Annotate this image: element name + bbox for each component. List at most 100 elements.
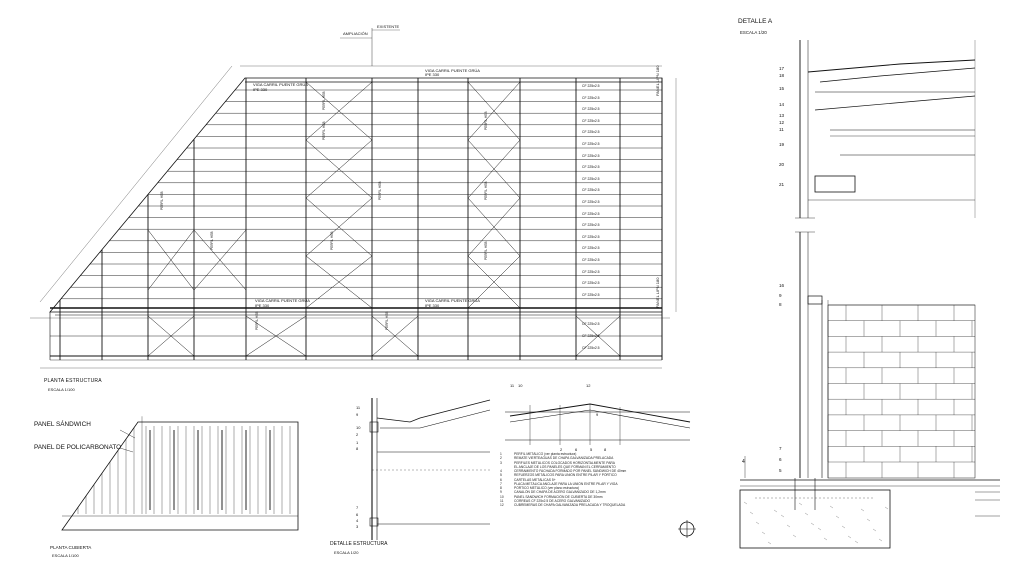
brace-label: PERFIL HEB	[484, 111, 488, 130]
legend-text: CORREAS CF 225x2.5 DE ACERO GALVANIZADO	[514, 498, 591, 503]
legend-text: PÓRTICO METÁLICO (ver plano estructura)	[514, 486, 579, 490]
section-number: 10	[518, 383, 523, 388]
brace-label: PERFIL HEB	[330, 231, 334, 250]
detalle-estructura-title: DETALLE ESTRUCTURA	[330, 541, 388, 547]
purlin-label: CF 225x2.5	[582, 130, 600, 135]
legend-number: 12	[500, 503, 504, 507]
brace-label: PERFIL HEB	[160, 191, 164, 210]
section-number: 7	[356, 505, 359, 510]
legend-text: CERRAMIENTO FACHADA FORMADO POR PANEL SÁ…	[514, 469, 627, 473]
planta-cubierta-drawing	[61, 416, 299, 531]
legend-text: PLACA METÁLICA ANCLAJE PARA LA UNIÓN ENT…	[514, 481, 618, 486]
detalle-a-title: DETALLE A	[738, 18, 773, 25]
purlin-label: CF 225x2.5	[582, 107, 600, 112]
legend-text: CARTELAS METÁLICAS 5+	[514, 477, 556, 482]
detalle-a-number: 7	[779, 446, 782, 451]
detalle-a-drawing	[739, 40, 1000, 549]
brace-label: PERFIL HEB	[385, 311, 389, 330]
purlin-label: CF 225x2.5	[582, 95, 600, 100]
top-beam-label-2: VIGA CARRIL PUENTE GRÚA	[425, 68, 480, 73]
section-number: 3	[356, 524, 359, 529]
detalle-a-number: 17	[779, 66, 785, 71]
section-number: 6	[356, 512, 359, 517]
brace-label: PERFIL HEB	[378, 181, 382, 200]
detalle-estructura-scale: ESCALA 1/20	[334, 550, 359, 555]
purlin-label: CF 225x2.5	[582, 176, 600, 181]
detalle-a-number: 5	[779, 468, 782, 473]
planta-cubierta-title: PLANTA CUBIERTA	[50, 545, 92, 550]
purlin-label: CF 225x2.5	[582, 142, 600, 146]
legend-row: 11 CORREAS CF 225x2.5 DE ACERO GALVANIZAD…	[500, 499, 660, 503]
purlin-label: CF 225x2.5	[582, 188, 600, 193]
legend-text: REMATE VIERTEAGUAS DE CHAPA GALVANIZADA …	[514, 456, 614, 461]
detalle-estructura-legend: 1 PERFIL METÁLICO (ver planta estructura)…	[500, 452, 660, 507]
legend-row: 1 PERFIL METÁLICO (ver planta estructura)	[500, 452, 660, 456]
existente-label: EXISTENTE	[377, 24, 400, 29]
purlin-label: CF 225x2.5	[582, 234, 600, 239]
top-beam-profile-2: IPE 330	[425, 72, 440, 77]
legend-number: 7	[500, 481, 502, 486]
detalle-a-number: 18	[779, 73, 785, 78]
purlin-label: CF 225x2.5	[582, 346, 600, 350]
legend-row: 2 REMATE VIERTEAGUAS DE CHAPA GALVANIZADA…	[500, 456, 660, 460]
section-number: 2	[560, 447, 563, 452]
panel-policarbonato-label: PANEL DE POLICARBONATO	[34, 444, 122, 451]
legend-row: 10 PANEL SÁNDWICH FORMACIÓN DE CUBIERTA D…	[500, 495, 660, 499]
right-side-label-top: PANEL LIPN 180	[655, 65, 660, 96]
detalle-a-number: 20	[779, 162, 785, 167]
top-beam-label-1: VIGA CARRIL PUENTE GRÚA	[253, 82, 308, 87]
detalle-a-number: 6	[779, 457, 782, 462]
planta-cubierta-scale: ESCALA 1/100	[52, 553, 79, 558]
planta-estructura-title: PLANTA ESTRUCTURA	[44, 378, 102, 384]
section-number: 8	[356, 446, 359, 451]
purlin-label: CF 225x2.5	[582, 334, 600, 338]
section-number: 6	[575, 447, 578, 452]
legend-number: 10	[500, 494, 504, 499]
bottom-beam-profile-1: IPE 330	[255, 303, 270, 308]
purlin-label: CF 225x2.5	[582, 200, 600, 204]
section-number: 8	[604, 447, 607, 452]
section-number: 10	[356, 425, 361, 430]
section-number: 9	[356, 412, 359, 417]
legend-row: EL ANCLAJE DE LOS PANELES QUE FORMAN EL …	[500, 465, 660, 469]
planta-estructura-drawing	[30, 28, 677, 369]
section-number: 11	[356, 405, 361, 410]
detalle-a-number: 14	[779, 102, 785, 107]
purlin-label: CF 225x2.5	[582, 118, 600, 123]
legend-text: PERFIL METÁLICO (ver planta estructura)	[514, 452, 577, 456]
legend-text: PANEL SÁNDWICH FORMACIÓN DE CUBIERTA DE …	[514, 494, 603, 499]
top-beam-profile-1: IPE 330	[253, 87, 268, 92]
detalle-a-number: 11	[779, 127, 784, 132]
purlin-label: CF 225x2.5	[582, 292, 600, 297]
purlin-label: CF 225x2.5	[582, 269, 600, 274]
purlin-label: CF 225x2.5	[582, 84, 600, 88]
brace-label: PERFIL HEB	[210, 231, 214, 250]
detalle-a-number: 15	[779, 86, 785, 91]
detalle-a-number: 19	[779, 142, 785, 147]
detalle-estructura-drawing	[369, 398, 696, 540]
purlin-label: CF 225x2.5	[582, 246, 600, 251]
legend-number: 11	[500, 498, 504, 503]
section-number: 12	[586, 383, 591, 388]
detalle-a-number: 12	[779, 120, 785, 125]
bottom-beam-label-1: VIGA CARRIL PUENTE GRÚA	[255, 298, 310, 303]
legend-text: PERFILES METÁLICOS COLOCADOS HORIZONTALM…	[514, 460, 615, 465]
detalle-a-number: 9	[779, 293, 782, 298]
detalle-a-scale: ESCALA 1/20	[740, 30, 767, 35]
legend-row: 3 PERFILES METÁLICOS COLOCADOS HORIZONTAL…	[500, 461, 660, 465]
brace-label: PERFIL HEB	[322, 121, 326, 140]
purlin-label: CF 225x2.5	[582, 223, 600, 228]
section-number: 9	[596, 412, 599, 417]
bottom-beam-label-2: VIGA CARRIL PUENTE GRÚA	[425, 298, 480, 303]
legend-number: 6	[500, 477, 502, 482]
legend-number: 1	[500, 452, 502, 456]
purlin-label: CF 225x2.5	[582, 153, 600, 158]
legend-number: 3	[500, 460, 502, 465]
legend-number: 2	[500, 456, 502, 461]
planta-estructura-scale: ESCALA 1/100	[48, 387, 75, 392]
section-number: 2	[356, 432, 359, 437]
